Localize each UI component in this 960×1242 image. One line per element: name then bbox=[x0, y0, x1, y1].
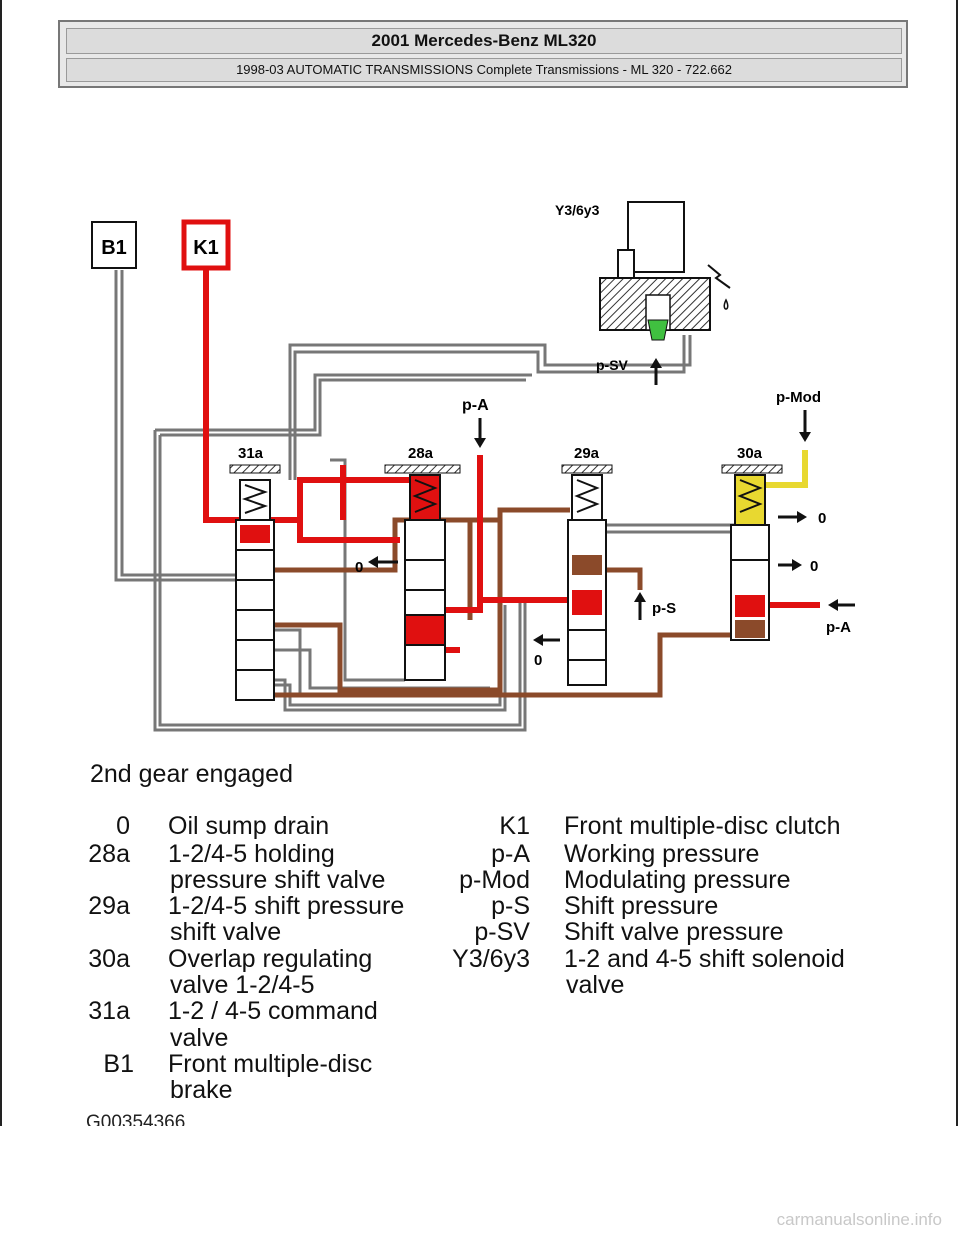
pmod-arrow: p-Mod bbox=[760, 389, 821, 488]
legend-desc: Modulating pressure bbox=[564, 866, 791, 894]
legend-code: 31a bbox=[88, 997, 130, 1025]
zero-30a-1-label: 0 bbox=[818, 510, 826, 527]
legend-desc: 1-2/4-5 holding bbox=[168, 840, 335, 868]
valve-28a: 28a 0 bbox=[355, 445, 461, 681]
legend-code: p-Mod bbox=[459, 866, 530, 894]
legend-code: B1 bbox=[103, 1050, 134, 1078]
legend-desc: 1-2 / 4-5 command bbox=[168, 997, 378, 1025]
psv-label: p-SV bbox=[596, 357, 629, 373]
legend-code: 29a bbox=[88, 892, 130, 920]
ps-label: p-S bbox=[652, 600, 676, 617]
legend-code: 0 bbox=[116, 812, 130, 840]
figure-id: G00354366 bbox=[86, 1112, 186, 1126]
solenoid-label: Y3/6y3 bbox=[555, 202, 600, 218]
valve-29a-label: 29a bbox=[574, 445, 600, 462]
k1-label: K1 bbox=[193, 237, 219, 259]
valve-29a: 29a p-S 0 bbox=[533, 445, 676, 686]
legend-desc: Oil sump drain bbox=[168, 812, 330, 840]
page-header: 2001 Mercedes-Benz ML320 1998-03 AUTOMAT… bbox=[58, 20, 908, 88]
legend-desc: pressure shift valve bbox=[170, 866, 386, 894]
pressure-lines bbox=[203, 270, 820, 653]
legend-code: Y3/6y3 bbox=[452, 945, 530, 973]
zero-30a-2-label: 0 bbox=[810, 558, 818, 575]
legend-code: 30a bbox=[88, 945, 130, 973]
pa-right-label: p-A bbox=[826, 619, 851, 636]
legend-desc: valve bbox=[170, 1024, 229, 1052]
legend-code: K1 bbox=[499, 812, 530, 840]
legend-desc: Front multiple-disc bbox=[168, 1050, 373, 1078]
legend-desc: 1-2/4-5 shift pressure bbox=[168, 892, 405, 920]
b1-label: B1 bbox=[101, 237, 127, 259]
b1-box: B1 bbox=[91, 221, 137, 269]
valve-28a-label: 28a bbox=[408, 445, 434, 462]
legend-code: p-SV bbox=[474, 918, 530, 946]
valve-30a: 30a 0 0 p-A bbox=[721, 445, 855, 641]
legend-code: p-A bbox=[491, 840, 530, 868]
valve-31a: 31a bbox=[229, 445, 281, 701]
zero-29a-label: 0 bbox=[534, 652, 542, 669]
watermark: carmanualsonline.info bbox=[776, 1210, 942, 1229]
legend-desc: Working pressure bbox=[564, 840, 760, 868]
legend-desc: brake bbox=[170, 1076, 233, 1104]
page-frame bbox=[0, 0, 958, 1126]
pmod-label: p-Mod bbox=[776, 389, 821, 406]
valve-30a-label: 30a bbox=[737, 445, 763, 462]
legend-desc: Overlap regulating bbox=[168, 945, 373, 973]
pa-top-arrow: p-A bbox=[462, 397, 489, 448]
legend-desc: valve 1-2/4-5 bbox=[170, 971, 315, 999]
legend-desc: Front multiple-disc clutch bbox=[564, 812, 841, 840]
page-subtitle: 1998-03 AUTOMATIC TRANSMISSIONS Complete… bbox=[66, 58, 902, 82]
hydraulic-diagram: B1 K1 Y3/6y3 p-SV p-A p-Mod 31a bbox=[91, 201, 855, 732]
legend-title: 2nd gear engaged bbox=[90, 760, 293, 788]
legend-desc: Shift pressure bbox=[564, 892, 719, 920]
pa-top-label: p-A bbox=[462, 397, 489, 414]
legend-desc: shift valve bbox=[170, 918, 282, 946]
valve-31a-label: 31a bbox=[238, 445, 264, 462]
legend-desc: 1-2 and 4-5 shift solenoid bbox=[564, 945, 845, 973]
page-title: 2001 Mercedes-Benz ML320 bbox=[66, 28, 902, 54]
solenoid-y3-6y3: Y3/6y3 p-SV bbox=[555, 201, 731, 385]
legend-code: p-S bbox=[491, 892, 530, 920]
legend-desc: Shift valve pressure bbox=[564, 918, 784, 946]
legend-code: 28a bbox=[88, 840, 130, 868]
k1-box: K1 bbox=[181, 219, 231, 271]
legend-desc: valve bbox=[566, 971, 625, 999]
zero-28a-label: 0 bbox=[355, 559, 363, 576]
